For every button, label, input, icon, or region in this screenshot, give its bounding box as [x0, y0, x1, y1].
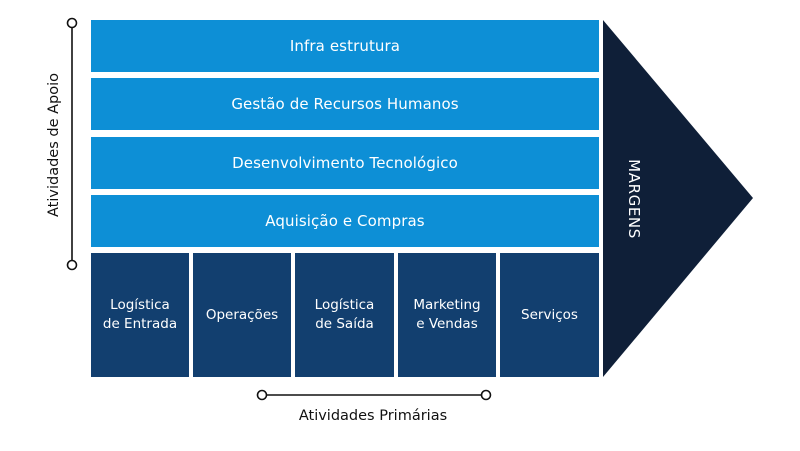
support-row-technology: Desenvolvimento Tecnológico [91, 137, 599, 189]
support-row-label: Desenvolvimento Tecnológico [232, 154, 458, 172]
support-row-human-resources: Gestão de Recursos Humanos [91, 78, 599, 130]
primary-box-label: Logística de Saída [314, 297, 375, 332]
bracket-end-circle [66, 17, 78, 29]
support-row-label: Aquisição e Compras [265, 212, 425, 230]
support-row-infrastructure: Infra estrutura [91, 20, 599, 72]
bracket-end-circle [256, 389, 268, 401]
primary-box-label: Logística de Entrada [102, 297, 178, 332]
support-activities-label: Atividades de Apoio [46, 73, 62, 217]
support-bracket [66, 17, 78, 271]
primary-box-operations: Operações [193, 253, 291, 377]
primary-box-label: Serviços [521, 306, 578, 323]
primary-box-label: Operações [205, 306, 279, 323]
primary-box-label: Marketing e Vendas [413, 297, 481, 332]
bracket-end-circle [480, 389, 492, 401]
primary-box-outbound-logistics: Logística de Saída [295, 253, 394, 377]
primary-box-services: Serviços [500, 253, 599, 377]
margins-arrow-shape [603, 20, 753, 377]
margins-label: MARGENS [625, 159, 643, 239]
margins-arrow [603, 20, 753, 377]
bracket-end-circle [66, 259, 78, 271]
support-row-procurement: Aquisição e Compras [91, 195, 599, 247]
support-row-label: Infra estrutura [289, 37, 401, 55]
support-row-label: Gestão de Recursos Humanos [231, 95, 459, 113]
primary-bracket [256, 389, 492, 401]
primary-box-inbound-logistics: Logística de Entrada [91, 253, 189, 377]
primary-box-marketing-sales: Marketing e Vendas [398, 253, 496, 377]
primary-activities-label: Atividades Primárias [298, 408, 448, 424]
